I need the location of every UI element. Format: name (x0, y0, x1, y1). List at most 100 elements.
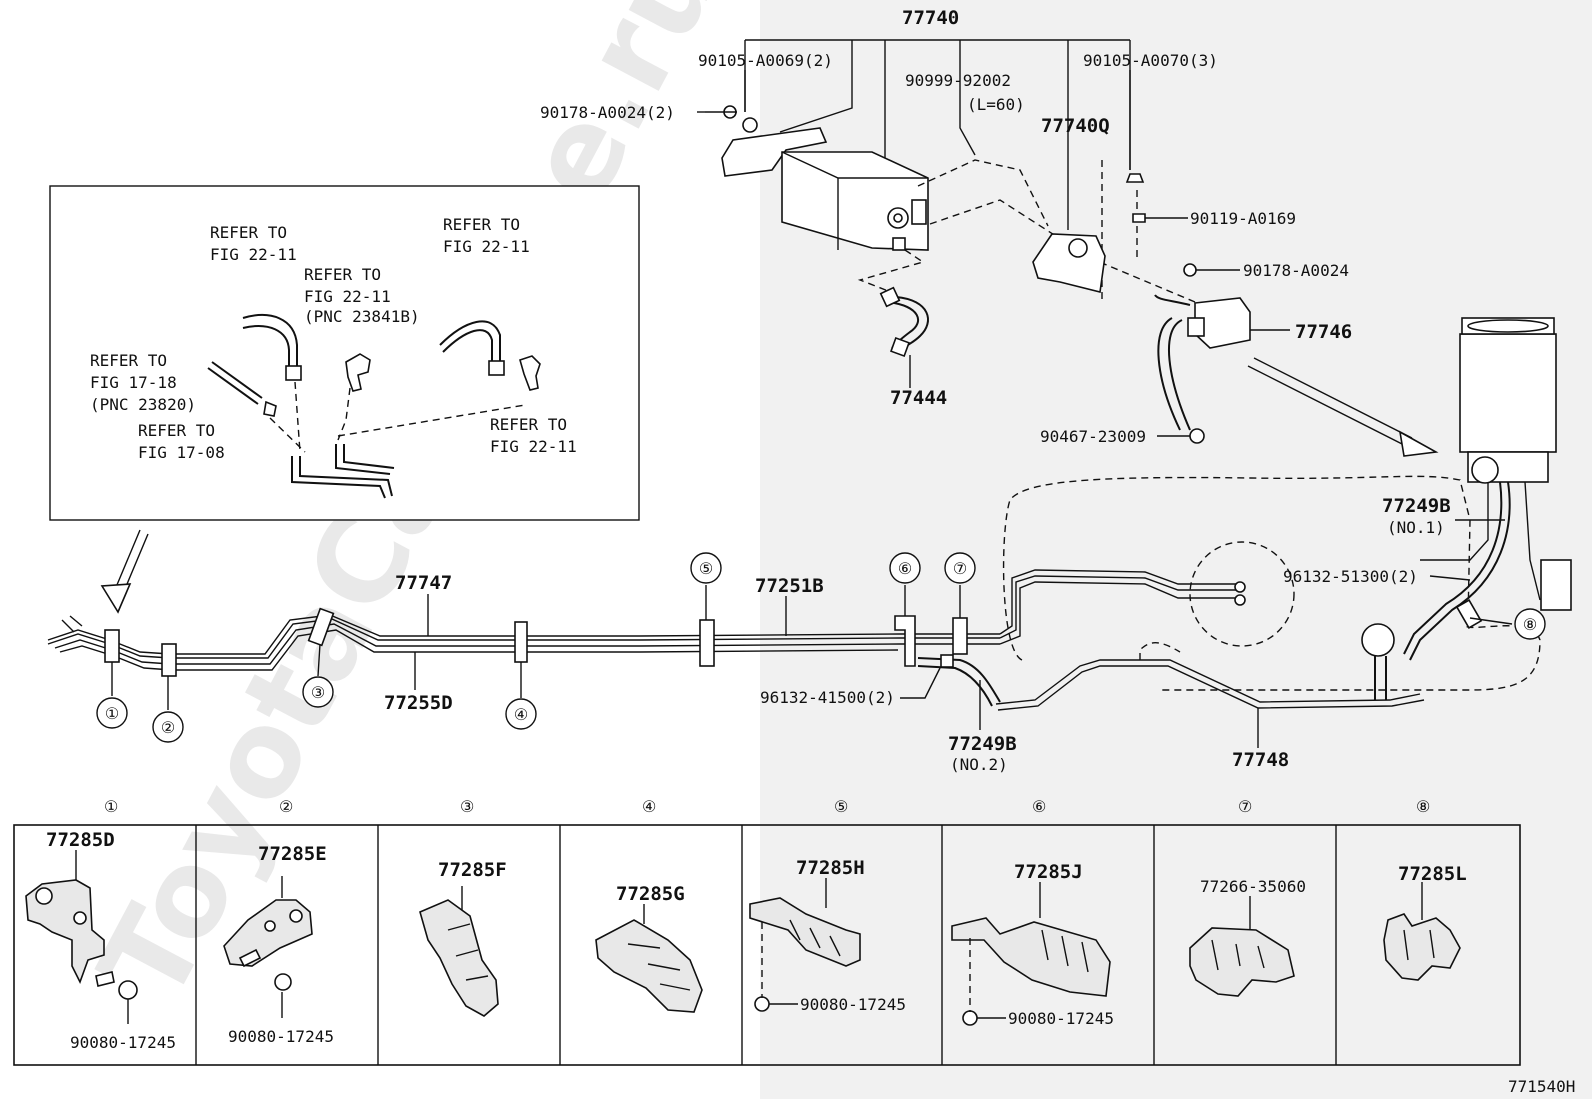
label-77251b: 77251B (755, 575, 824, 597)
table-cell-4 (595, 904, 703, 1013)
label-77444: 77444 (890, 387, 947, 409)
table-num-1: ① (104, 797, 118, 816)
svg-text:③: ③ (311, 683, 325, 702)
table-cell-3 (419, 886, 499, 1017)
table-cell-2 (223, 876, 313, 1018)
svg-text:⑦: ⑦ (953, 559, 967, 578)
table-part-4: 77285G (616, 883, 685, 905)
callout-5: ⑤ (690, 552, 722, 620)
inset-ref-b-1: REFER TO (304, 265, 381, 284)
label-77255d: 77255D (384, 692, 453, 714)
inset-ref-e-1: REFER TO (138, 421, 215, 440)
clamp-4 (514, 621, 528, 663)
inset-clip-b (345, 353, 371, 392)
inset-ref-d-3: (PNC 23820) (90, 395, 196, 414)
label-bolt-a0069: 90105-A0069(2) (698, 51, 833, 70)
table-nut-5: 90080-17245 (800, 995, 906, 1014)
table-num-2: ② (279, 797, 293, 816)
parts-table (13, 824, 1521, 1066)
label-bolt-a0070: 90105-A0070(3) (1083, 51, 1218, 70)
clamp-6 (894, 615, 916, 667)
table-cell-5 (749, 878, 861, 1012)
table-num-4: ④ (642, 797, 656, 816)
diagram-code: 771540H (1508, 1077, 1575, 1096)
callout-8: ⑧ (1469, 608, 1546, 640)
label-77249b-no1: 77249B (1382, 495, 1451, 517)
svg-text:⑥: ⑥ (898, 559, 912, 578)
clamp-2 (161, 643, 177, 677)
bolt-a0070 (1125, 173, 1145, 183)
label-clip-23009: 90467-23009 (1040, 427, 1146, 446)
table-num-8: ⑧ (1416, 797, 1430, 816)
callout-1: ① (96, 662, 128, 729)
table-nut-1: 90080-17245 (70, 1033, 176, 1052)
clamp-3 (307, 607, 335, 647)
inset-arrow (100, 529, 149, 614)
label-tube-92002: 90999-92002 (905, 71, 1011, 90)
tank-fitting (1540, 559, 1572, 611)
label-bolt-a0169: 90119-A0169 (1190, 209, 1296, 228)
inset-tube-a (242, 314, 298, 368)
table-part-5: 77285H (796, 857, 865, 879)
inset-ref-c-1: REFER TO (443, 215, 520, 234)
inset-clip-c (519, 355, 541, 391)
table-part-7: 77266-35060 (1200, 877, 1306, 896)
inset-ref-b-2: FIG 22-11 (304, 287, 391, 306)
label-77249b-no1-sub: (NO.1) (1387, 518, 1445, 537)
table-num-5: ⑤ (834, 797, 848, 816)
table-part-2: 77285E (258, 843, 327, 865)
callout-2: ② (152, 676, 184, 743)
inset-ref-f-2: FIG 22-11 (490, 437, 577, 456)
inset-ref-f-1: REFER TO (490, 415, 567, 434)
svg-text:②: ② (161, 718, 175, 737)
label-77740: 77740 (902, 7, 959, 29)
label-tube-length: (L=60) (967, 95, 1025, 114)
clamp-5 (699, 619, 715, 667)
inset-ref-c-2: FIG 22-11 (443, 237, 530, 256)
table-cell-8 (1383, 882, 1461, 981)
table-num-6: ⑥ (1032, 797, 1046, 816)
canister-bracket (721, 127, 828, 177)
label-77249b-no2: 77249B (948, 733, 1017, 755)
main-pipe-run (47, 317, 1572, 711)
table-part-3: 77285F (438, 859, 507, 881)
label-nut-a0024-2: 90178-A0024(2) (540, 103, 675, 122)
table-cell-1 (25, 850, 138, 1024)
svg-text:④: ④ (514, 705, 528, 724)
inset-ref-a-1: REFER TO (210, 223, 287, 242)
label-77748: 77748 (1232, 749, 1289, 771)
label-77740q: 77740Q (1041, 115, 1110, 137)
label-77747: 77747 (395, 572, 452, 594)
label-clamp-41500: 96132-41500(2) (760, 688, 895, 707)
callout-7: ⑦ (944, 552, 976, 618)
label-nut-a0024: 90178-A0024 (1243, 261, 1349, 280)
inset-ref-a-2: FIG 22-11 (210, 245, 297, 264)
inset-ref-b-3: (PNC 23841B) (304, 307, 420, 326)
table-part-6: 77285J (1014, 861, 1083, 883)
table-num-3: ③ (460, 797, 474, 816)
callout-4: ④ (505, 662, 537, 730)
label-clamp-51300: 96132-51300(2) (1283, 567, 1418, 586)
table-nut-6: 90080-17245 (1008, 1009, 1114, 1028)
inset-box (49, 185, 640, 521)
callout-6: ⑥ (889, 552, 921, 616)
table-nut-2: 90080-17245 (228, 1027, 334, 1046)
bolt-a0069 (742, 117, 758, 133)
nut-a0024-b (1183, 263, 1197, 277)
clamp-1 (104, 629, 120, 663)
clip-23009 (1189, 428, 1205, 444)
tank-canister (1459, 333, 1557, 453)
bolt-a0169 (1132, 213, 1146, 223)
canister-assembly (697, 39, 1290, 444)
label-77746: 77746 (1295, 321, 1352, 343)
svg-text:①: ① (105, 704, 119, 723)
table-cell-7 (1189, 896, 1295, 997)
clamp-7 (952, 617, 968, 655)
table-part-1: 77285D (46, 829, 115, 851)
inset-ref-d-1: REFER TO (90, 351, 167, 370)
svg-text:⑧: ⑧ (1523, 615, 1537, 634)
table-num-7: ⑦ (1238, 797, 1252, 816)
inset-ref-e-2: FIG 17-08 (138, 443, 225, 462)
